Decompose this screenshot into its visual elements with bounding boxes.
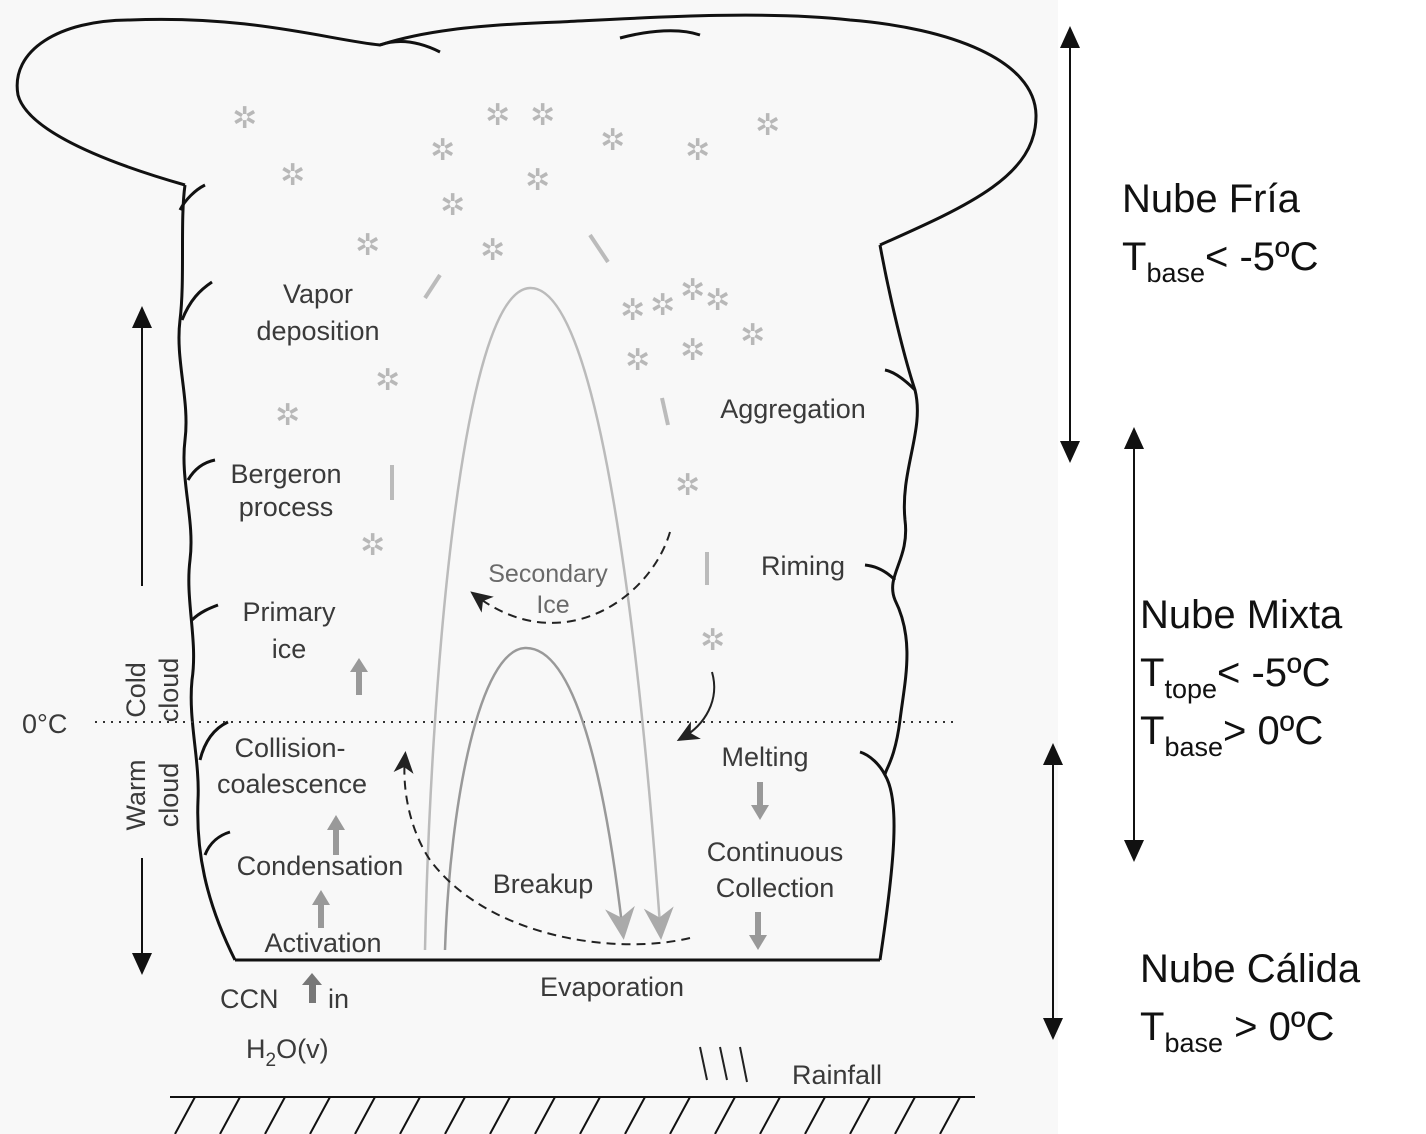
snowflake-icon: ✲	[650, 288, 675, 323]
vapor-deposition-label-2: deposition	[256, 316, 379, 346]
ccn-label: CCN	[220, 984, 279, 1014]
snowflake-icon: ✲	[430, 133, 455, 168]
snowflake-icon: ✲	[625, 343, 650, 378]
snowflake-icon: ✲	[530, 98, 555, 133]
snowflake-icon: ✲	[360, 528, 385, 563]
nube-mixta-condition-2: Tbase> 0ºC	[1140, 709, 1323, 762]
aggregation-label: Aggregation	[720, 394, 866, 424]
snowflake-icon: ✲	[440, 188, 465, 223]
snowflake-icon: ✲	[525, 163, 550, 198]
nube-mixta-title: Nube Mixta	[1140, 593, 1343, 637]
snowflake-icon: ✲	[280, 158, 305, 193]
snowflake-icon: ✲	[705, 283, 730, 318]
cold-cloud-label-1: Cold	[121, 662, 151, 718]
nube-mixta-condition-1: Ttope< -5ºC	[1140, 651, 1331, 704]
collision-coalescence-label: Collision-	[234, 733, 345, 763]
warm-cloud-label-1: Warm	[121, 760, 151, 831]
secondary-ice-label: Secondary	[488, 560, 608, 588]
bergeron-label: Bergeron	[230, 459, 341, 489]
snowflake-icon: ✲	[620, 293, 645, 328]
snowflake-icon: ✲	[355, 228, 380, 263]
nube-fria-title: Nube Fría	[1122, 177, 1301, 221]
snowflake-icon: ✲	[275, 398, 300, 433]
snowflake-icon: ✲	[375, 363, 400, 398]
condensation-label: Condensation	[237, 851, 404, 881]
snowflake-icon: ✲	[600, 123, 625, 158]
snowflake-icon: ✲	[740, 318, 765, 353]
snowflake-icon: ✲	[232, 101, 257, 136]
evaporation-label: Evaporation	[540, 972, 684, 1002]
nube-fria-condition: Tbase< -5ºC	[1122, 235, 1319, 288]
nube-calida-title: Nube Cálida	[1140, 947, 1361, 991]
collision-coalescence-label-2: coalescence	[217, 769, 367, 799]
primary-ice-label: Primary	[243, 597, 336, 627]
warm-cloud-label-2: cloud	[154, 763, 184, 828]
snowflake-icon: ✲	[485, 98, 510, 133]
freezing-level-label: 0°C	[22, 709, 67, 739]
snowflake-icon: ✲	[755, 108, 780, 143]
continuous-collection-label-2: Collection	[716, 873, 835, 903]
cold-cloud-label-2: cloud	[154, 658, 184, 723]
secondary-ice-label-2: Ice	[536, 591, 569, 619]
snowflake-icon: ✲	[680, 273, 705, 308]
activation-label: Activation	[264, 928, 381, 958]
snowflake-icon: ✲	[675, 468, 700, 503]
rainfall-label: Rainfall	[792, 1060, 882, 1090]
continuous-collection-label: Continuous	[707, 837, 844, 867]
snowflake-icon: ✲	[680, 333, 705, 368]
vapor-deposition-label: Vapor	[283, 279, 353, 309]
bergeron-label-2: process	[239, 492, 334, 522]
snowflake-icon: ✲	[700, 623, 725, 658]
ccn-in-label: in	[328, 984, 349, 1014]
breakup-label: Breakup	[493, 869, 594, 899]
melting-label: Melting	[721, 742, 808, 772]
snowflake-icon: ✲	[480, 233, 505, 268]
primary-ice-label-2: ice	[272, 634, 307, 664]
nube-calida-condition: Tbase > 0ºC	[1140, 1005, 1334, 1058]
snowflake-icon: ✲	[685, 133, 710, 168]
riming-label: Riming	[761, 551, 845, 581]
